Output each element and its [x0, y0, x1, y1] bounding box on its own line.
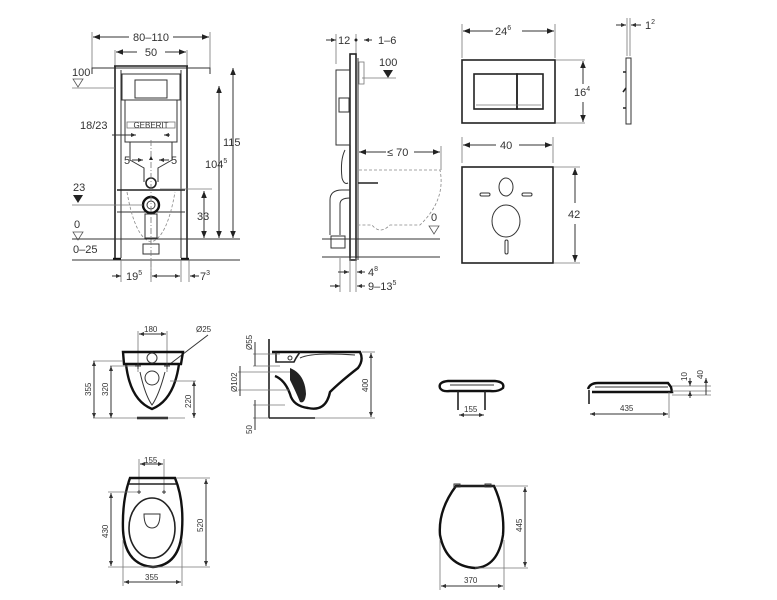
dim-plate-thickness: 12: [645, 19, 655, 32]
dim-bowl-width: 355: [145, 573, 159, 582]
toilet-bowl-side-view: Ø55 Ø102 50 400: [230, 334, 375, 434]
sound-insulation-mat: 40 42: [461, 137, 580, 264]
dim-seat-top-length: 445: [515, 518, 524, 532]
dim-depth-12: 12: [338, 35, 350, 47]
dim-dia-102: Ø102: [230, 372, 239, 392]
dim-bottom-left: 195: [126, 270, 142, 283]
dim-wall-range: 1–6: [378, 35, 396, 47]
dim-top-hole-spacing: 155: [144, 456, 158, 465]
dim-height-220: 220: [184, 394, 193, 408]
level-100: 100: [72, 67, 90, 79]
flush-plate-outline: [461, 59, 556, 124]
side-level-100: 100: [379, 57, 397, 69]
flush-button-small: [516, 73, 544, 110]
floor-range: 0–25: [73, 244, 97, 256]
dim-hole-diameter: Ø25: [196, 325, 212, 334]
flush-plate-view: 246 164 12: [461, 18, 655, 125]
dim-max-70: ≤ 70: [387, 147, 408, 159]
bowl-rim: [121, 350, 185, 366]
level-marker-icon: [72, 78, 84, 88]
dim-depth-range: 9–135: [368, 280, 396, 293]
dim-height-33: 33: [197, 211, 209, 223]
level-0: 0: [74, 219, 80, 231]
dim-plate-width: 246: [495, 25, 511, 38]
level-marker-icon: [72, 231, 84, 241]
dim-seat-length: 435: [620, 404, 634, 413]
toilet-bowl-front-view: 180 Ø25 355 320 220: [84, 325, 212, 420]
dim-depth-4: 48: [368, 266, 378, 279]
dim-mat-width: 40: [500, 140, 512, 152]
brand-label: GEBERIT: [133, 121, 168, 130]
dim-height-total: 115: [223, 137, 241, 149]
toilet-bowl-top-view: 155 430 520 355: [101, 456, 210, 586]
dim-length-520: 520: [196, 518, 205, 532]
dim-seat-top-width: 370: [464, 576, 478, 585]
dim-width-inner: 50: [145, 47, 157, 59]
dim-height-104: 1045: [205, 158, 227, 171]
dim-height-400: 400: [361, 378, 370, 392]
dim-bottom-right: 73: [200, 270, 210, 283]
level-23: 23: [73, 182, 85, 194]
dim-length-430: 430: [101, 524, 110, 538]
side-level-0: 0: [431, 212, 437, 224]
dim-mat-height: 42: [568, 209, 580, 221]
dim-plate-height: 164: [574, 86, 590, 99]
dim-height-355: 355: [84, 382, 93, 396]
level-marker-filled-icon: [73, 195, 83, 203]
installation-frame-front-view: 80–110 50 GEBERIT: [72, 32, 241, 283]
seat-front-view: 155: [438, 379, 505, 417]
dim-thickness-40: 40: [696, 370, 705, 379]
offset-left: 5: [124, 155, 130, 167]
dim-18-23: 18/23: [80, 120, 108, 132]
dim-thickness-10: 10: [680, 372, 689, 381]
offset-right: 5: [171, 155, 177, 167]
installation-side-view: 12 1–6 100 0 ≤ 70: [322, 34, 442, 293]
seat-side-view: 10 40 435: [586, 370, 711, 418]
dim-height-320: 320: [101, 382, 110, 396]
seat-top-view: 445 370: [438, 483, 528, 590]
level-marker-icon: [428, 225, 440, 235]
dim-offset-50: 50: [245, 425, 254, 434]
level-marker-filled-icon: [383, 70, 393, 78]
flush-button-large: [473, 73, 518, 110]
dim-width-range: 80–110: [133, 32, 169, 44]
dim-dia-55: Ø55: [245, 334, 254, 350]
dim-hinge-spacing: 155: [464, 405, 478, 414]
dim-hole-spacing: 180: [144, 325, 158, 334]
